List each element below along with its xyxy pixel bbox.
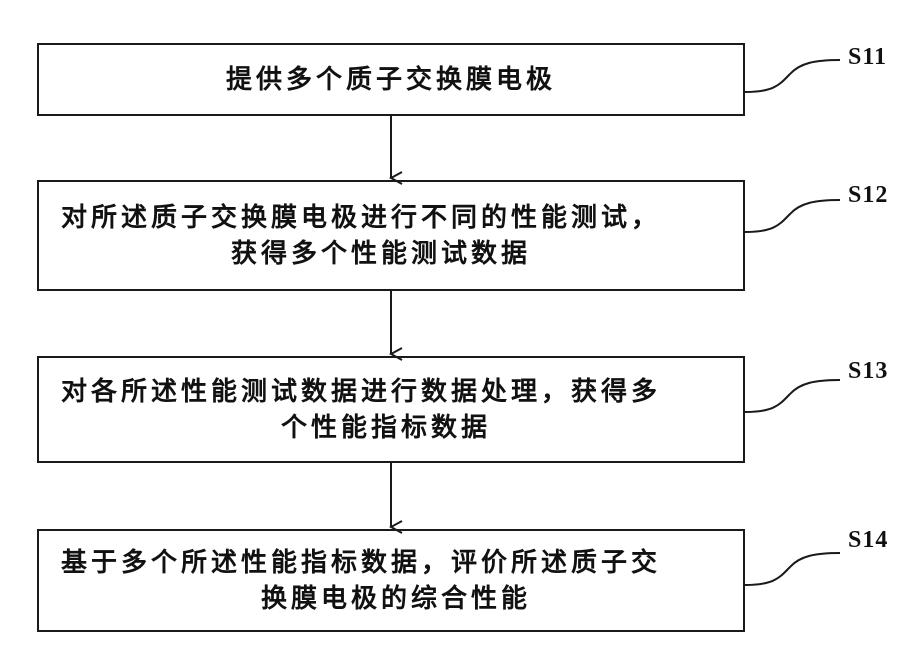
step-text-s12: 对所述质子交换膜电极进行不同的性能测试， 获得多个性能测试数据 xyxy=(39,200,743,272)
step-box-s13: 对各所述性能测试数据进行数据处理，获得多 个性能指标数据 xyxy=(37,356,745,463)
step-s12-line-1: 对所述质子交换膜电极进行不同的性能测试， xyxy=(61,200,721,236)
step-s14-line-1: 基于多个所述性能指标数据，评价所述质子交 xyxy=(61,545,721,581)
step-s14-line-2: 换膜电极的综合性能 xyxy=(61,581,721,617)
step-text-s11: 提供多个质子交换膜电极 xyxy=(39,62,743,98)
step-s12-line-2: 获得多个性能测试数据 xyxy=(61,236,721,272)
step-text-s13: 对各所述性能测试数据进行数据处理，获得多 个性能指标数据 xyxy=(39,374,743,446)
step-label-s11: S11 xyxy=(848,44,887,71)
leader-line-s12 xyxy=(745,200,840,232)
step-s13-line-1: 对各所述性能测试数据进行数据处理，获得多 xyxy=(61,374,721,410)
step-label-s12: S12 xyxy=(848,182,888,209)
step-box-s11: 提供多个质子交换膜电极 xyxy=(37,43,745,116)
step-s13-line-2: 个性能指标数据 xyxy=(61,410,721,446)
leader-line-s11 xyxy=(745,60,840,92)
step-text-s14: 基于多个所述性能指标数据，评价所述质子交 换膜电极的综合性能 xyxy=(39,545,743,617)
step-label-s14: S14 xyxy=(848,527,888,554)
step-box-s14: 基于多个所述性能指标数据，评价所述质子交 换膜电极的综合性能 xyxy=(37,529,745,632)
step-label-s13: S13 xyxy=(848,358,888,385)
leader-line-s13 xyxy=(745,380,840,412)
step-s11-line-1: 提供多个质子交换膜电极 xyxy=(39,62,743,98)
step-box-s12: 对所述质子交换膜电极进行不同的性能测试， 获得多个性能测试数据 xyxy=(37,180,745,291)
leader-line-s14 xyxy=(745,553,840,585)
